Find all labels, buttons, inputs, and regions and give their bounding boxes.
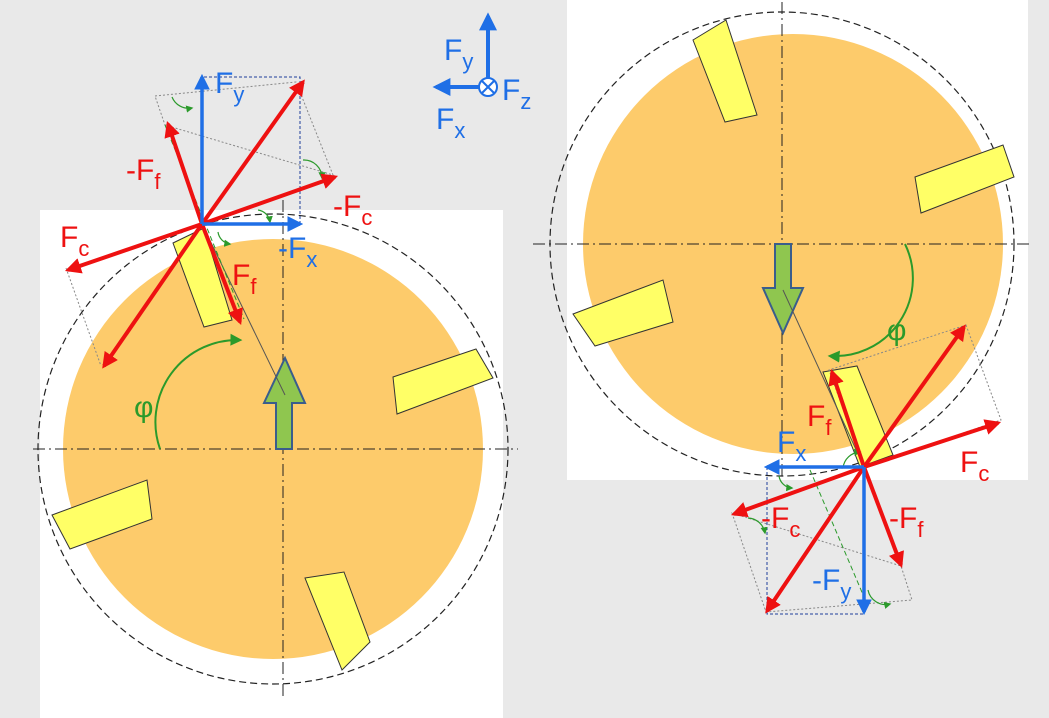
left-angle-arc-low (217, 231, 232, 247)
right-resultant-vector (862, 324, 966, 469)
left-phi-label: φ (134, 391, 153, 424)
left-fc-vector (64, 222, 203, 274)
right-fc-vector (863, 419, 1002, 469)
left-workpiece-disk (63, 239, 483, 659)
right-axis-box (766, 467, 864, 615)
left-neg-fc-vector (201, 173, 339, 226)
left-resultant-vector (200, 79, 305, 226)
right-radial-line (782, 289, 865, 468)
right-force-box-upper (828, 324, 1002, 468)
legend-label-fz: Fz (502, 74, 531, 114)
right-phi-arc (827, 243, 914, 363)
left-angle-arc-mid (257, 209, 273, 224)
right-panel: Ff Fx Fc -Fc -Ff -Fy φ (533, 0, 1030, 616)
left-insert-left (51, 479, 153, 550)
left-ff-vector (200, 223, 243, 325)
axis-legend: Fy Fx Fz (432, 12, 531, 143)
right-insert-axis-dashed (809, 469, 868, 605)
left-angle-arc-top (171, 96, 194, 113)
right-angle-arc-lower-left (747, 517, 768, 535)
right-phi-label: φ (887, 314, 906, 347)
left-insert-bottom (304, 571, 371, 671)
left-angle-arc-right (302, 159, 326, 180)
right-insert-right (914, 144, 1015, 214)
legend-label-fx: Fx (436, 103, 465, 143)
right-label-ff: Ff (807, 400, 832, 440)
right-insert-left (572, 279, 674, 347)
left-opposite-resultant-vector (102, 222, 204, 369)
right-angle-arc-left (778, 475, 794, 492)
right-neg-ff-vector (862, 466, 904, 568)
right-opposite-resultant-vector (765, 465, 866, 614)
left-panel: Fy -Ff -Fc Fc -Fx Ff φ (33, 67, 518, 718)
legend-fz-symbol (478, 77, 498, 97)
left-neg-ff-vector (164, 120, 204, 225)
right-label-neg-fy: -Fy (812, 564, 851, 604)
right-label-fx: Fx (777, 426, 806, 466)
left-projection-line (65, 267, 102, 367)
right-insert-top (692, 19, 758, 123)
left-label-neg-fc: -Fc (333, 190, 372, 230)
left-label-fy: Fy (215, 67, 244, 107)
right-force-box-lower (731, 512, 913, 613)
left-phi-arc (154, 333, 243, 450)
left-insert-right (392, 348, 494, 415)
right-label-neg-ff: -Ff (889, 502, 924, 542)
left-label-fc: Fc (60, 221, 89, 261)
legend-label-fy: Fy (444, 34, 473, 74)
right-label-neg-fc: -Fc (761, 502, 800, 542)
right-label-fc: Fc (960, 446, 989, 486)
right-angle-arc-bottom (867, 589, 892, 609)
left-label-ff: Ff (232, 259, 257, 299)
right-ff-vector (828, 368, 866, 468)
right-feed-arrow (761, 243, 805, 336)
left-label-neg-fx: -Fx (278, 232, 317, 272)
right-neg-fc-vector (730, 465, 865, 518)
left-label-neg-ff: -Ff (126, 154, 161, 194)
left-radial-line (201, 223, 286, 396)
left-feed-arrow (262, 355, 307, 450)
